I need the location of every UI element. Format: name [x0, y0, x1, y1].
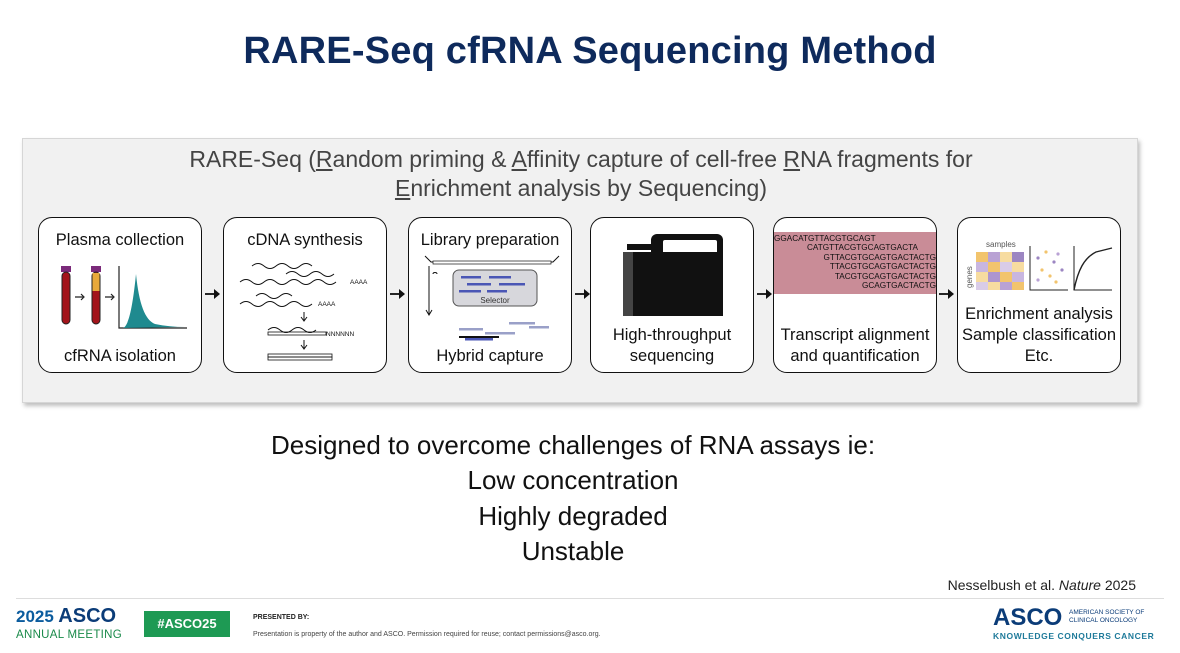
- svg-text:AAAA: AAAA: [350, 279, 368, 286]
- alignment-read-block: GGACATGTTACGTGCAGT CATGTTACGTGCAGTGACTA …: [774, 232, 936, 294]
- step-label-bottom: cfRNA isolation: [64, 347, 176, 365]
- svg-text:AAAA: AAAA: [318, 301, 336, 308]
- aligned-read: CATGTTACGTGCAGTGACTA: [807, 243, 918, 253]
- asco-annual-meeting-logo: 2025 ASCO ANNUAL MEETING: [16, 605, 123, 641]
- analysis-plots-icon: samples genes: [965, 240, 1113, 291]
- step-label-line2: Sample classification: [961, 326, 1117, 344]
- sequencer-machine-icon: [623, 234, 723, 316]
- slide-title: RARE-Seq cfRNA Sequencing Method: [243, 30, 937, 72]
- step-transcript-alignment: GGACATGTTACGTGCAGT CATGTTACGTGCAGTGACTA …: [773, 217, 937, 373]
- flow-arrow-icon: [389, 287, 407, 301]
- method-panel: RARE-Seq (Random priming & Affinity capt…: [22, 138, 1138, 403]
- aligned-read: GGACATGTTACGTGCAGT: [774, 234, 876, 243]
- svg-text:Selector: Selector: [480, 296, 510, 305]
- presented-by-label: PRESENTED BY:: [253, 614, 310, 621]
- blood-tubes-and-fragment-distribution-icon: [61, 266, 187, 329]
- flow-arrow-icon: [756, 287, 774, 301]
- step-plasma-collection: Plasma collection cfRNA isolation: [38, 217, 202, 373]
- step-label-line3: Etc.: [1024, 347, 1054, 365]
- step-label-line1: High-throughput: [612, 326, 732, 344]
- footer-disclaimer: Presentation is property of the author a…: [253, 631, 601, 638]
- hashtag-badge: #ASCO25: [144, 611, 230, 637]
- step-label-line2: sequencing: [629, 347, 715, 365]
- flow-arrow-icon: [574, 287, 592, 301]
- step-label-bottom: Hybrid capture: [436, 347, 544, 365]
- flow-arrow-icon: [938, 287, 956, 301]
- footer-divider: [16, 598, 1164, 599]
- aligned-read: GTTACGTGCAGTGACTACTG: [823, 252, 937, 262]
- citation: Nesselbush et al. Nature 2025: [947, 577, 1136, 593]
- step-cdna-synthesis: cDNA synthesis AAAA AAAA NNNNNN: [223, 217, 387, 373]
- hybrid-capture-icon: Selector: [424, 255, 560, 341]
- rna-fragments-icon: AAAA AAAA NNNNNN: [239, 263, 368, 361]
- challenge-item: Unstable: [521, 536, 625, 566]
- challenge-item: Low concentration: [467, 465, 679, 495]
- step-enrichment-analysis: samples genes Enrichment analysis Sample…: [957, 217, 1121, 373]
- svg-text:samples: samples: [986, 240, 1016, 249]
- step-label-line1: Transcript alignment: [780, 326, 930, 344]
- statement-intro: Designed to overcome challenges of RNA a…: [270, 430, 876, 460]
- step-label-top: Plasma collection: [55, 231, 185, 249]
- step-library-preparation: Library preparation Selector Hybrid capt…: [408, 217, 572, 373]
- step-label-top: Library preparation: [420, 231, 560, 249]
- flow-arrow-icon: [204, 287, 222, 301]
- step-label-line2: and quantification: [790, 347, 920, 365]
- aligned-read: TACGTGCAGTGACTACTG: [834, 271, 936, 281]
- step-label-line1: Enrichment analysis: [965, 305, 1113, 323]
- step-sequencing: High-throughput sequencing: [590, 217, 754, 373]
- aligned-read: GCAGTGACTACTG: [862, 281, 936, 291]
- svg-text:genes: genes: [965, 266, 974, 288]
- step-label-top: cDNA synthesis: [247, 231, 363, 249]
- svg-text:NNNNNN: NNNNNN: [326, 331, 354, 338]
- aligned-read: TTACGTGCAGTGACTACTG: [829, 262, 936, 272]
- rare-seq-acronym: RARE-Seq (Random priming & Affinity capt…: [189, 146, 973, 201]
- challenge-item: Highly degraded: [478, 501, 668, 531]
